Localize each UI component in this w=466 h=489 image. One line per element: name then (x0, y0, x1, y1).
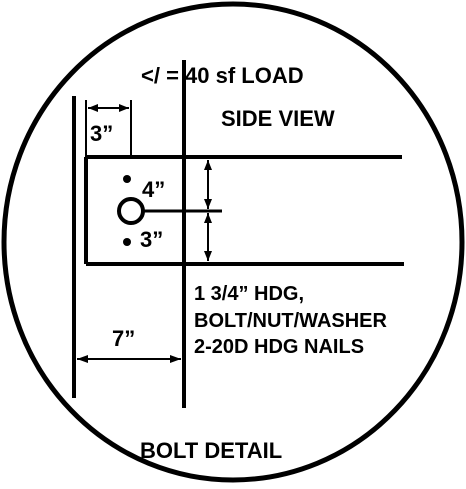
width-dim-label: 7” (112, 326, 135, 351)
upper-dim-arrow-top (204, 160, 212, 170)
upper-dim-label: 4” (142, 177, 165, 202)
diagram-title: BOLT DETAIL (140, 438, 282, 463)
note-line-2: BOLT/NUT/WASHER (194, 310, 388, 332)
width-dim-arrow-right (170, 355, 181, 363)
load-label: </ = 40 sf LOAD (141, 63, 304, 88)
note-line-3: 2-20D HDG NAILS (194, 336, 364, 358)
lower-dim-arrow-bottom (204, 251, 212, 261)
lower-dim-label: 3” (140, 227, 163, 252)
note-line-1: 1 3/4” HDG, (194, 283, 304, 305)
view-label: SIDE VIEW (221, 106, 335, 131)
nail-dot-lower (123, 238, 131, 246)
width-dim-arrow-left (77, 355, 88, 363)
upper-dim-arrow-bottom (204, 199, 212, 209)
edge-dim-arrow-left (88, 104, 98, 112)
lower-dim-arrow-top (204, 213, 212, 223)
bolt-hole (117, 197, 145, 225)
edge-dim-label: 3” (90, 121, 113, 146)
nail-dot-upper (123, 175, 131, 183)
edge-dim-arrow-right (119, 104, 129, 112)
